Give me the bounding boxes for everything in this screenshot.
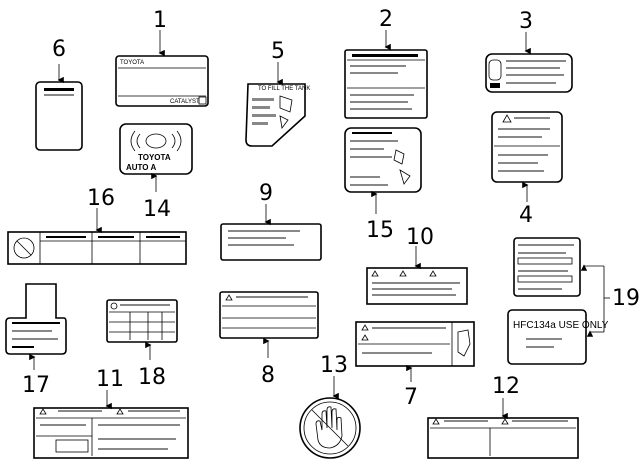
callout-14: 14 [143,197,171,222]
label-8 [219,291,319,339]
callout-16: 16 [87,186,115,211]
label-1-catalyst-text: CATALYST [170,99,200,105]
callout-12: 12 [492,374,520,399]
label-19-upper [513,237,581,297]
label-11 [33,407,189,459]
label-15 [344,127,422,193]
label-10 [366,267,468,305]
callout-6: 6 [52,37,66,62]
callout-1: 1 [153,8,167,33]
callout-9: 9 [259,181,273,206]
label-6 [35,81,83,151]
label-13-no-touch [299,397,361,459]
label-19-lower: HFC134a USE ONLY [507,309,609,365]
callout-2: 2 [379,7,393,32]
callout-13: 13 [320,353,348,378]
callout-15: 15 [366,218,394,243]
label-1: TOYOTA CATALYST [115,55,209,107]
callout-3: 3 [519,9,533,34]
label-5-heading-text: TO FILL THE TANK [258,86,310,92]
label-12 [427,417,579,459]
label-3 [485,53,573,93]
label-17 [5,283,67,355]
callout-5: 5 [271,39,285,64]
callout-11: 11 [96,367,124,392]
callout-19: 19 [612,286,640,311]
callout-4: 4 [519,203,533,228]
callout-7: 7 [404,385,418,410]
callout-8: 8 [261,363,275,388]
callout-17: 17 [22,373,50,398]
label-16 [7,231,187,265]
label-1-toyota-text: TOYOTA [120,60,144,66]
label-5: TO FILL THE TANK [245,83,310,147]
callout-18: 18 [138,365,166,390]
label-18 [106,299,178,343]
label-9 [220,223,322,261]
label-4 [491,111,563,183]
hfc-text: HFC134a USE ONLY [513,320,609,331]
emblem-line2-text: AUTO A [126,163,156,172]
emblem-line1-text: TOYOTA [138,153,171,162]
callout-10: 10 [406,225,434,250]
label-2 [344,49,428,119]
label-7 [355,321,475,367]
label-14-emblem: TOYOTA AUTO A [119,123,193,175]
